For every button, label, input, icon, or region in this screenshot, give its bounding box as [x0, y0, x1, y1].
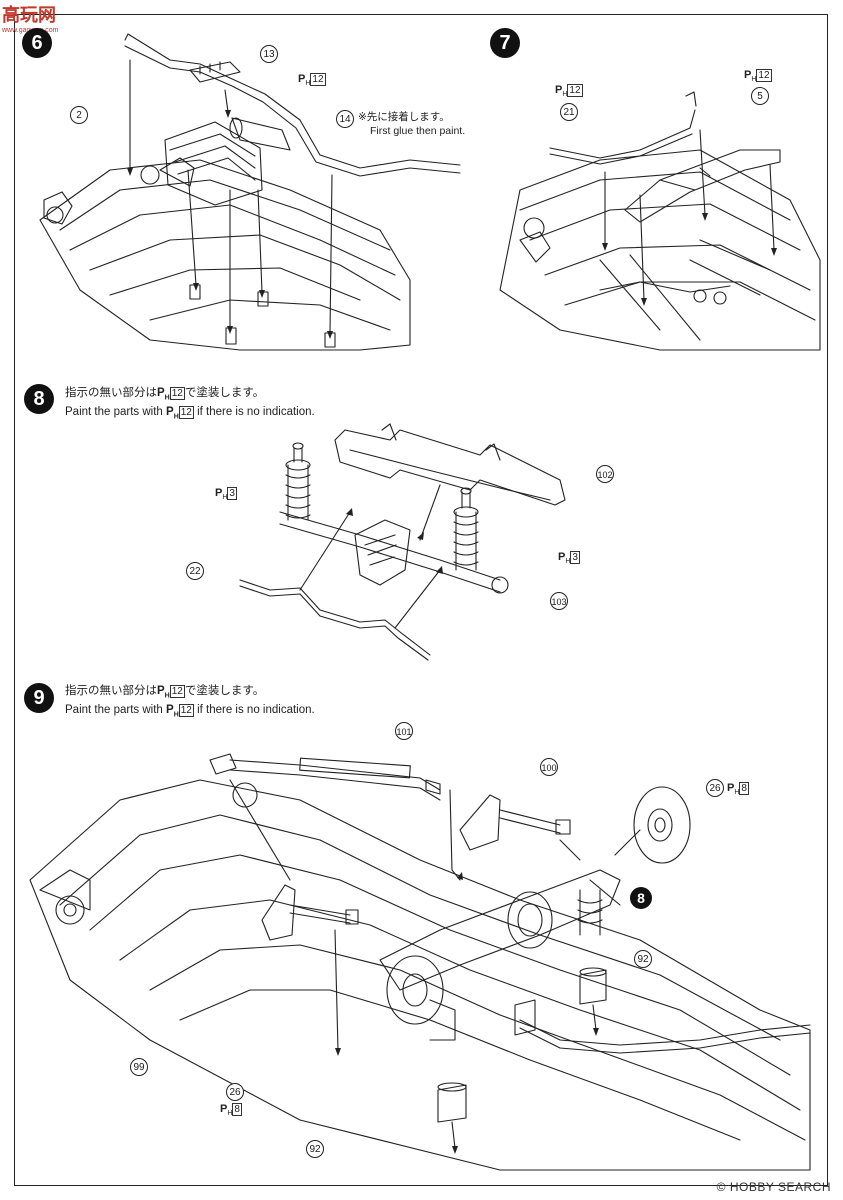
glue-note-en: First glue then paint.: [370, 125, 466, 137]
step-7-number: 7: [490, 28, 520, 58]
part-callout-2: 2: [70, 106, 88, 124]
watermark-text: 高玩网: [2, 5, 56, 26]
note-jp-end: で塗装します。: [184, 685, 265, 697]
part-callout-100: 100: [540, 758, 558, 776]
part-callout-21: 21: [560, 103, 578, 121]
note-en-start: Paint the parts with: [65, 704, 163, 717]
part-callout-26: 26: [706, 779, 724, 797]
part-callout-26: 26: [226, 1083, 244, 1101]
step8-drawing: [239, 423, 566, 661]
step-8-number: 8: [24, 384, 54, 414]
paint-code-prefix: PH: [166, 704, 179, 719]
paint-code-box: 12: [169, 685, 185, 698]
glue-note: ※先に接着します。 First glue then paint.: [358, 110, 465, 138]
part-callout-92: 92: [634, 950, 652, 968]
paint-code-box: 12: [178, 704, 194, 718]
step9-drawing: [29, 753, 811, 1171]
step7-drawing: [499, 91, 821, 351]
step-6-number: 6: [22, 28, 52, 58]
part-callout-13: 13: [260, 45, 278, 63]
part-callout-22: 22: [186, 562, 204, 580]
note-jp-start: 指示の無い部分は: [65, 387, 157, 399]
note-jp-end: で塗装します。: [184, 387, 265, 399]
paint-code-prefix: PH: [157, 387, 170, 402]
paint-code-box: 12: [178, 406, 194, 420]
part-callout-102: 102: [596, 465, 614, 483]
step-8-reference: 8: [630, 887, 652, 909]
page-frame: [14, 14, 828, 1186]
paint-code-box: 12: [169, 387, 185, 400]
part-callout-101: 101: [395, 722, 413, 740]
paint-code-prefix: PH: [166, 406, 179, 421]
part-callout-99: 99: [130, 1058, 148, 1076]
note-en-end: if there is no indication.: [197, 406, 315, 419]
note-en-end: if there is no indication.: [197, 704, 315, 717]
note-jp-start: 指示の無い部分は: [65, 685, 157, 697]
glue-note-jp: ※先に接着します。: [358, 111, 450, 123]
step6-drawing: [39, 33, 461, 351]
part-callout-92: 92: [306, 1140, 324, 1158]
part-callout-14: 14: [336, 110, 354, 128]
step-9-number: 9: [24, 683, 54, 713]
note-en-start: Paint the parts with: [65, 406, 163, 419]
part-callout-103: 103: [550, 592, 568, 610]
part-callout-5: 5: [751, 87, 769, 105]
paint-code-prefix: PH: [157, 685, 170, 700]
watermark-logo-bottom: © HOBBY SEARCH: [716, 1180, 831, 1194]
